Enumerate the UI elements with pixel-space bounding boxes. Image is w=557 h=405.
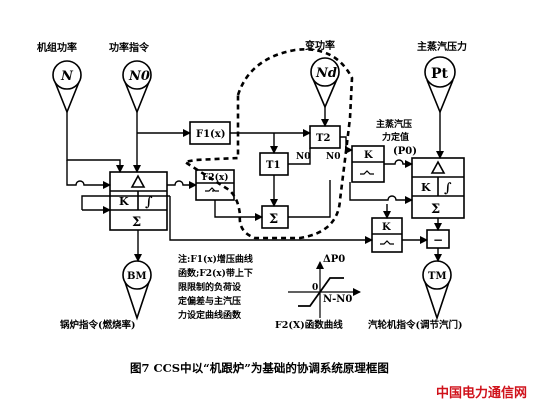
sigma-right: Σ bbox=[431, 202, 440, 217]
k-right: K bbox=[421, 181, 431, 194]
label-setpoint-2: 力定值 bbox=[382, 131, 409, 143]
note-line-5: 力设定曲线函数 bbox=[178, 309, 242, 321]
delta-p0-label: ΔP0 bbox=[323, 254, 345, 265]
label-var-power: 变功率 bbox=[305, 39, 335, 52]
label-unit-power: 机组功率 bbox=[37, 41, 77, 54]
symbol-n0: N0 bbox=[128, 69, 150, 84]
note-line-1: 注:F1(x)增压曲线 bbox=[178, 253, 253, 265]
watermark: 中国电力通信网 bbox=[436, 385, 527, 401]
f1-label: F1(x) bbox=[196, 129, 225, 140]
signal-lines bbox=[66, 107, 444, 262]
f2-label: F2(x) bbox=[202, 172, 229, 183]
note-line-2: 函数;F2(x)带上下 bbox=[178, 267, 253, 279]
dashed-enclosure bbox=[181, 48, 354, 240]
turbine-cmd-label: 汽轮机指令(调节汽门) bbox=[368, 319, 463, 331]
actuator-bm bbox=[122, 260, 152, 321]
label-p0: (P0) bbox=[393, 146, 417, 157]
note-line-3: 限限制的负荷设 bbox=[178, 281, 242, 293]
integral-left: ∫ bbox=[145, 195, 153, 210]
t1-label: T1 bbox=[266, 160, 280, 171]
label-main-pressure: 主蒸汽压力 bbox=[417, 40, 467, 53]
divider-symbol: − bbox=[433, 233, 443, 247]
t2-label: T2 bbox=[316, 133, 330, 144]
figure-caption: 图7 CCS中以“机跟炉”为基础的协调系统原理框图 bbox=[130, 361, 389, 375]
label-setpoint-1: 主蒸汽压 bbox=[376, 118, 412, 130]
k-left: K bbox=[119, 195, 129, 208]
tm-label: TM bbox=[428, 271, 447, 282]
n-minus-n0-label: N-N0 bbox=[323, 294, 352, 305]
integral-right: ∫ bbox=[444, 181, 452, 196]
symbol-nd: Nd bbox=[315, 66, 337, 81]
symbol-pt: Pt bbox=[431, 66, 449, 82]
sigma-sum: Σ bbox=[269, 212, 278, 227]
f2-curve-label: F2(X)函数曲线 bbox=[275, 319, 343, 331]
n0-label-a: N0 bbox=[296, 152, 311, 162]
actuator-tm bbox=[422, 260, 452, 321]
boiler-cmd-label: 锅炉指令(燃烧率) bbox=[60, 319, 136, 331]
zero-label: 0 bbox=[312, 283, 318, 293]
bm-label: BM bbox=[127, 271, 147, 282]
f2-curve-plot bbox=[288, 261, 361, 318]
n0-label-b: N0 bbox=[326, 152, 341, 162]
sigma-left: Σ bbox=[132, 215, 141, 230]
note-line-4: 定偏差与主汽压 bbox=[177, 295, 241, 307]
symbol-n: N bbox=[60, 69, 74, 84]
label-power-cmd: 功率指令 bbox=[109, 41, 150, 54]
k-lower: K bbox=[382, 222, 391, 233]
k-setpoint: K bbox=[364, 150, 373, 161]
